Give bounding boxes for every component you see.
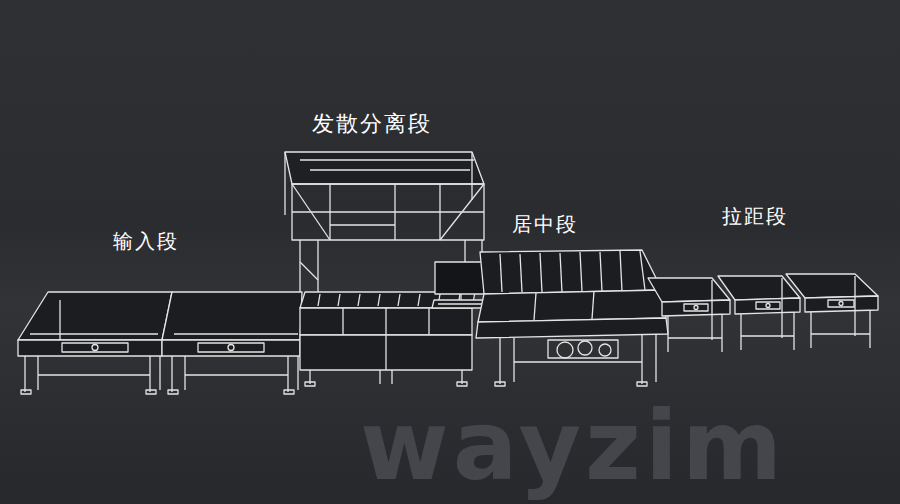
- section-label: 发散分离段: [312, 111, 432, 137]
- section-label: 输入段: [113, 229, 179, 253]
- watermark: wayzim: [360, 398, 786, 494]
- section-label: 居中段: [512, 212, 578, 236]
- section-label: 拉距段: [722, 204, 788, 228]
